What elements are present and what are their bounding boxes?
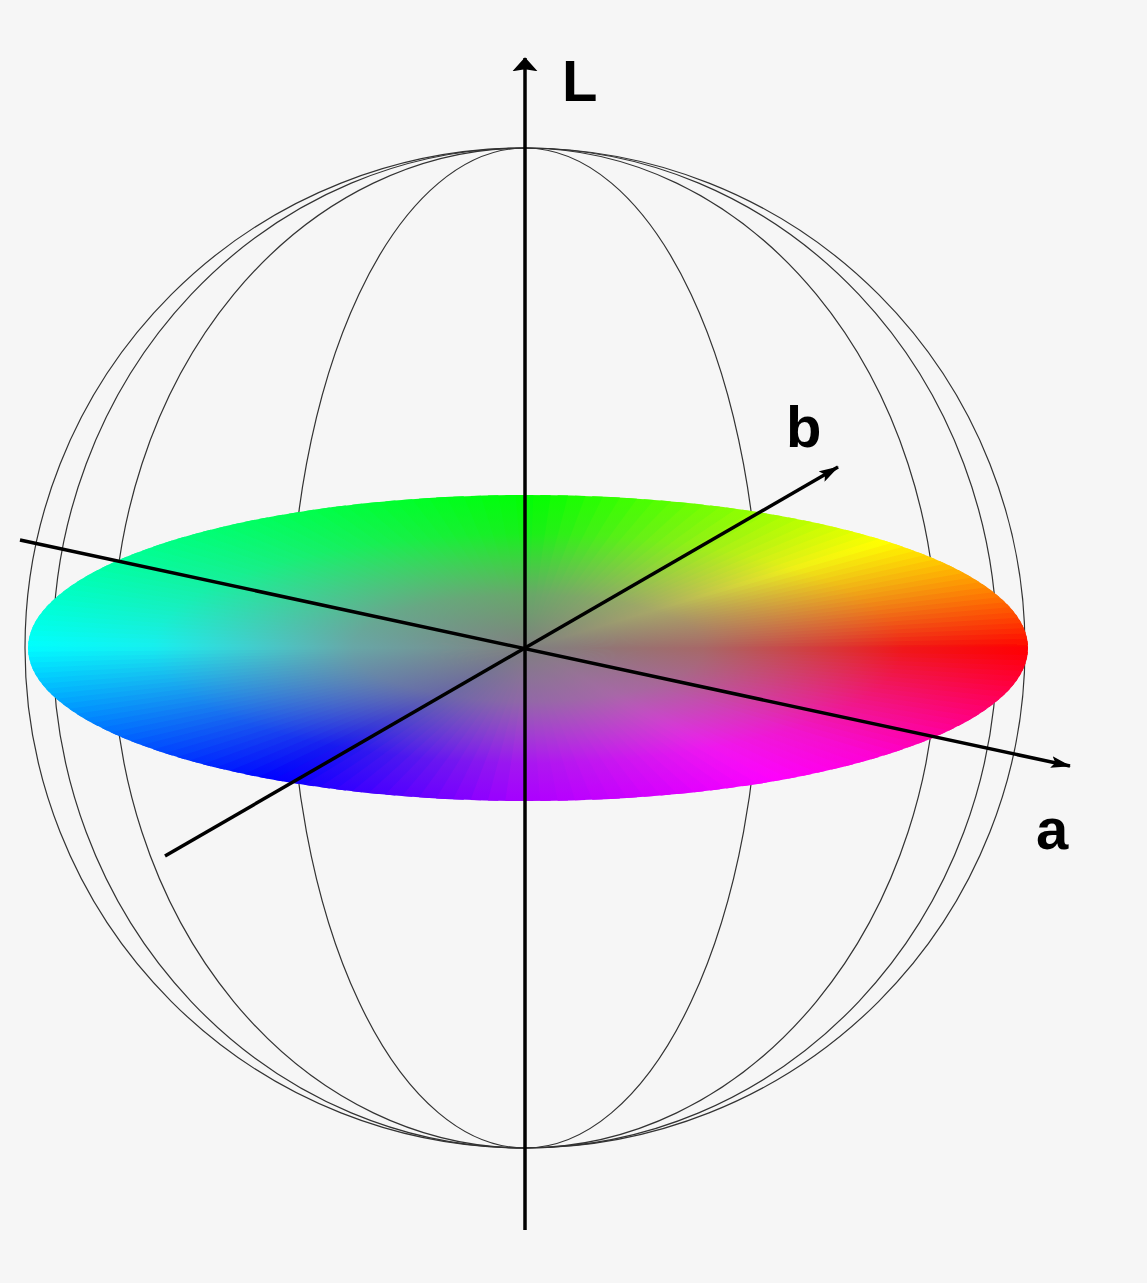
l-axis bbox=[523, 58, 527, 1230]
axis-label: a bbox=[1036, 800, 1068, 858]
axis-label: L bbox=[562, 52, 597, 110]
axis-label: b bbox=[786, 398, 821, 456]
a-axis bbox=[20, 540, 1070, 766]
b-axis bbox=[165, 467, 838, 856]
